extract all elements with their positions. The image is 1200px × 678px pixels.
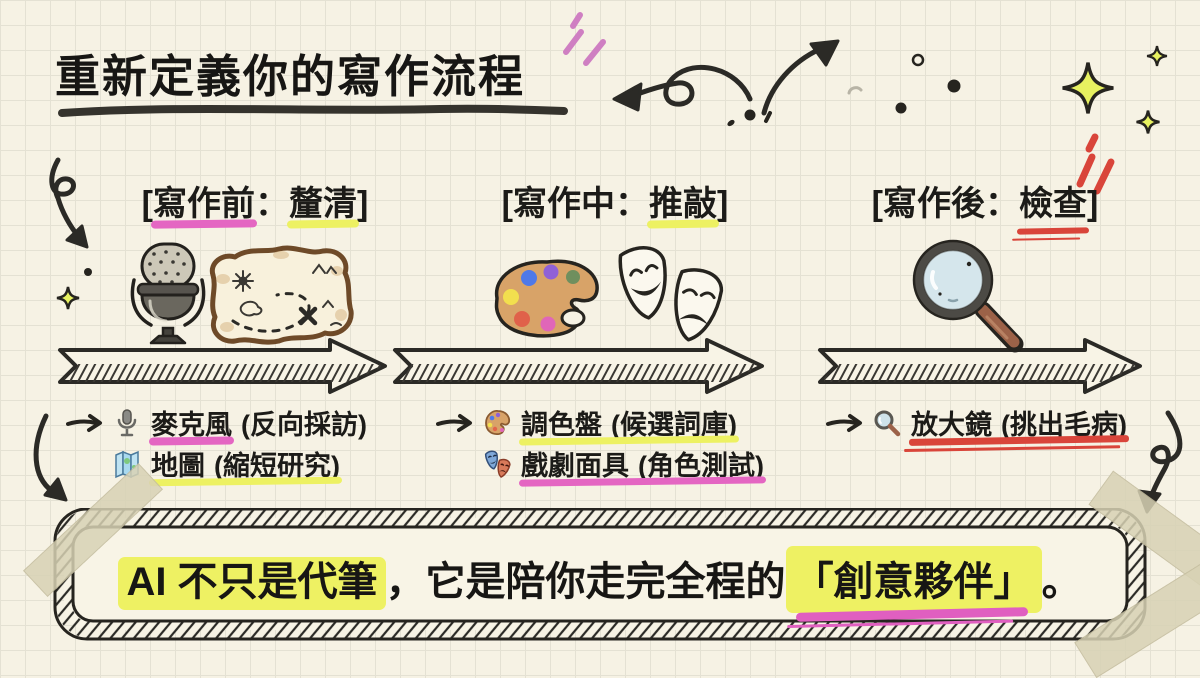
stage-1-keyword: 釐清 — [289, 176, 357, 225]
palette-illustration — [494, 259, 599, 338]
stage-1-tools: 麥克風 (反向採訪) 地圖 (縮短研究) — [66, 402, 367, 484]
stage-1-phase: 寫作前 — [153, 176, 255, 225]
microphone-illustration — [130, 242, 206, 345]
curve-arrow-down-left-icon — [33, 413, 68, 502]
curve-arrow-up-right-icon — [761, 39, 840, 116]
tool-note: (挑出毛病) — [1001, 410, 1127, 440]
magnifier-icon — [874, 410, 901, 436]
stage-3-phase: 寫作後 — [883, 185, 985, 223]
arrow-right-icon — [826, 413, 862, 432]
stage-2-header: [寫作中：推敲] — [460, 176, 770, 225]
banner-highlight-lead: AI 不只是代筆 — [118, 557, 386, 610]
stage-2-phase: 寫作中 — [513, 185, 615, 223]
doodle-arc — [847, 86, 863, 95]
bracket: ] — [357, 185, 369, 223]
theater-masks-icon — [484, 449, 511, 478]
tool-row: 地圖 (縮短研究) — [66, 443, 367, 484]
loop-arrow-left-icon — [612, 64, 753, 112]
bracket: ] — [717, 185, 729, 223]
stage-1-header: [寫作前：釐清] — [80, 176, 430, 225]
stage-2-keyword: 推敲 — [649, 176, 717, 225]
banner-message: AI 不只是代筆，它是陪你走完全程的「創意夥伴」。 — [90, 546, 1110, 613]
tool-note: (縮短研究) — [214, 451, 340, 481]
colon: ： — [255, 185, 289, 223]
tool-name: 地圖 — [151, 451, 205, 481]
colon: ： — [615, 185, 649, 223]
tool-label: 放大鏡 (挑出毛病) — [911, 403, 1127, 442]
tool-label: 地圖 (縮短研究) — [151, 444, 340, 483]
title-underline — [58, 104, 568, 117]
tool-row: 調色盤 (候選詞庫) — [436, 402, 764, 443]
banner-period: 。 — [1041, 560, 1082, 604]
colon: ： — [985, 185, 1019, 223]
tool-name: 麥克風 — [151, 403, 232, 442]
banner-middle: ，它是陪你走完全程的 — [385, 560, 786, 604]
process-arrow-hatching — [64, 364, 1136, 382]
doodle-circle — [911, 53, 925, 67]
tool-row: 麥克風 (反向採訪) — [66, 402, 367, 443]
tool-note: (角色測試) — [638, 451, 764, 481]
page-title: 重新定義你的寫作流程 — [55, 51, 526, 102]
tool-note: (反向採訪) — [241, 410, 367, 440]
treasure-map-illustration — [209, 245, 354, 345]
stage-3-header: [寫作後：檢查] — [835, 176, 1135, 225]
tool-row: 放大鏡 (挑出毛病) — [826, 402, 1127, 443]
arrow-right-icon — [66, 413, 102, 432]
tool-row: 戲劇面具 (角色測試) — [436, 443, 764, 484]
microphone-icon — [117, 408, 137, 436]
magnifier-illustration — [912, 239, 1024, 353]
tool-name: 戲劇面具 — [521, 451, 629, 481]
stage-3-tools: 放大鏡 (挑出毛病) — [826, 402, 1127, 443]
bracket: [ — [501, 185, 513, 223]
banner-highlight-tail: 「創意夥伴」 — [785, 546, 1042, 613]
tool-name: 調色盤 — [521, 410, 602, 440]
tool-label: 戲劇面具 (角色測試) — [521, 444, 764, 483]
bracket: ] — [1087, 185, 1099, 223]
stage-3-keyword: 檢查 — [1019, 176, 1087, 225]
arrow-right-icon — [436, 413, 472, 432]
theater-masks-illustration — [618, 246, 724, 342]
pink-dashes-icon — [563, 12, 606, 66]
tool-note: (候選詞庫) — [611, 410, 737, 440]
bracket: [ — [141, 185, 153, 223]
palette-icon — [485, 409, 511, 435]
tool-label: 調色盤 (候選詞庫) — [521, 403, 737, 442]
tool-label: 麥克風 (反向採訪) — [151, 403, 367, 442]
stage-2-tools: 調色盤 (候選詞庫) 戲劇面具 (角色測試) — [436, 402, 764, 484]
bracket: [ — [871, 185, 883, 223]
tool-name: 放大鏡 — [911, 410, 992, 440]
